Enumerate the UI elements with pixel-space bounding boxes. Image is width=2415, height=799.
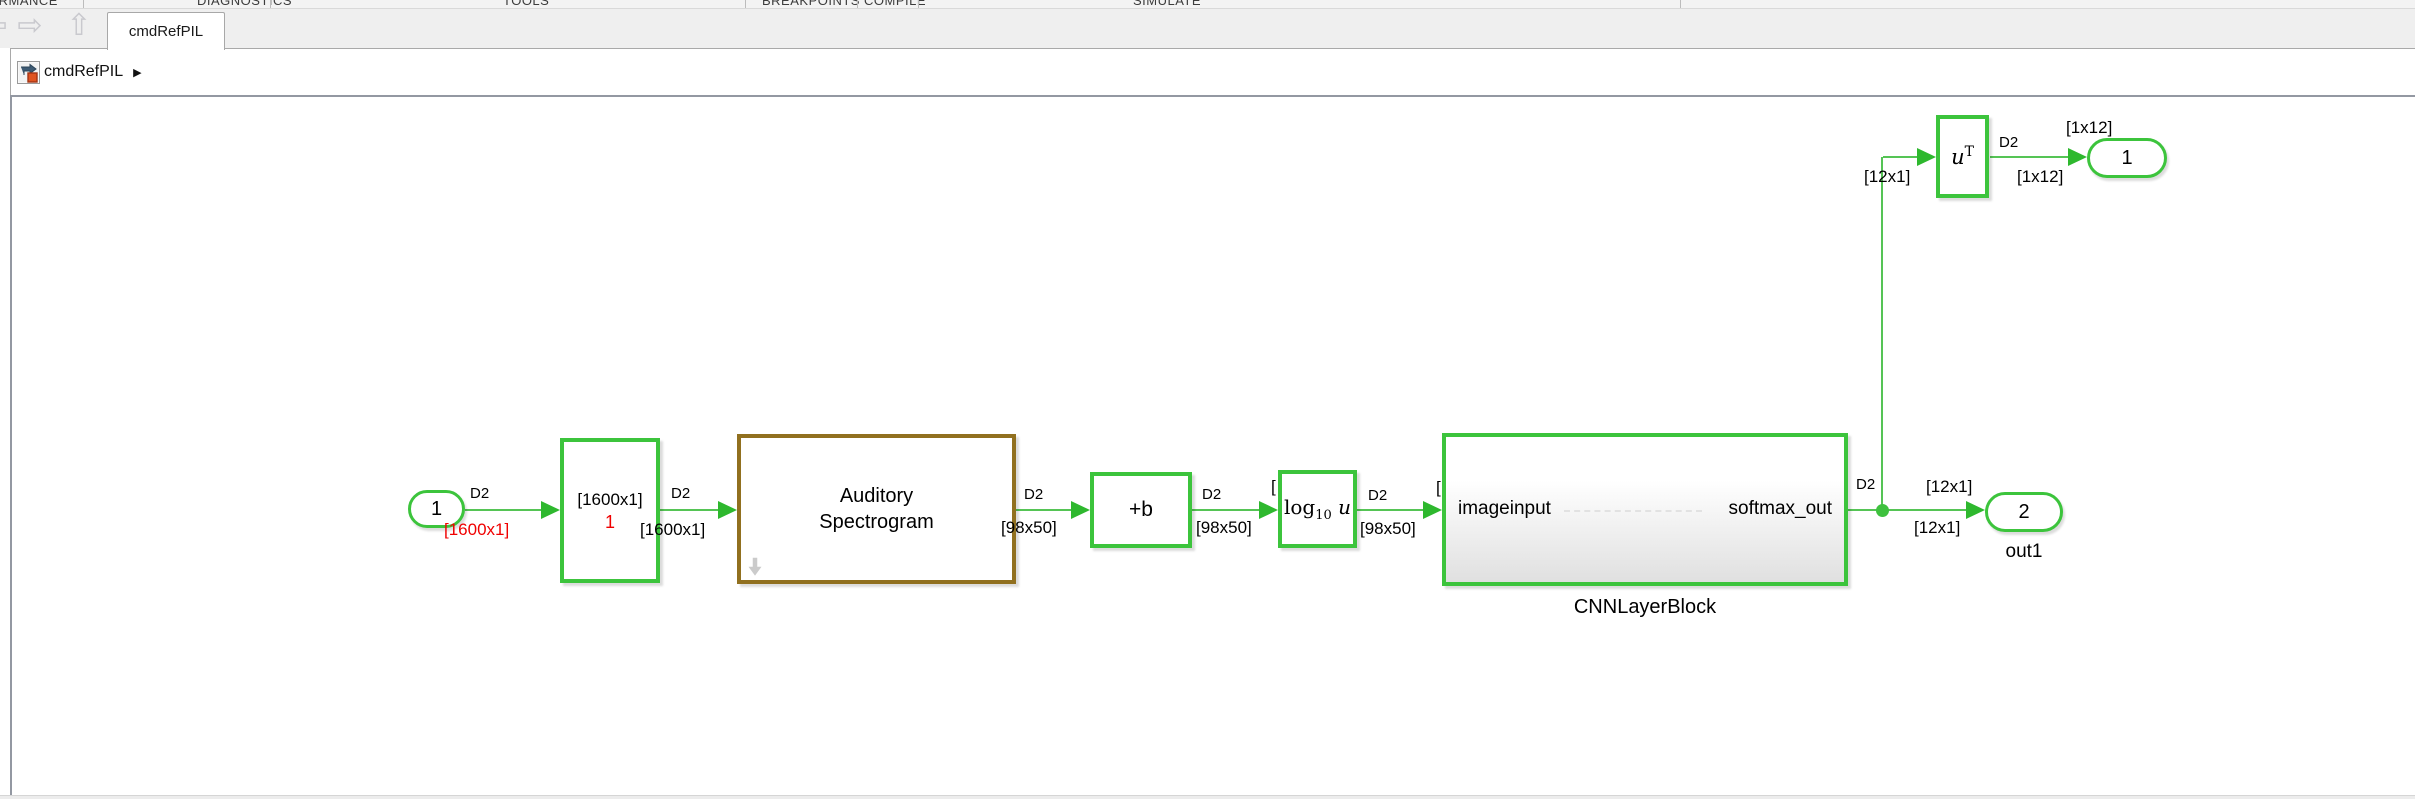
signal-arrowhead [1423, 501, 1442, 519]
ribbon-divider [857, 0, 858, 8]
ribbon-section-tools[interactable]: TOOLS [503, 0, 550, 8]
ribbon-divider [270, 0, 271, 8]
dimension-label: [98x50] [1360, 519, 1416, 538]
canvas-bottom-edge [0, 795, 2415, 799]
ribbon-divider [83, 0, 84, 8]
rate-label-d2: D2 [1999, 134, 2019, 151]
ribbon-section-breakpoints[interactable]: BREAKPOINTS [762, 0, 860, 8]
signal-arrowhead [1071, 501, 1090, 519]
outport-2-name[interactable]: out1 [2005, 541, 2043, 562]
ribbon-strip: ORMANCE DIAGNOSTICS TOOLS BREAKPOINTS CO… [0, 0, 2415, 9]
dimension-label: [1600x1] [640, 520, 706, 539]
breadcrumb-model-name[interactable]: cmdRefPIL [44, 63, 124, 80]
dimension-label: [12x1] [1864, 167, 1911, 186]
spec-dimension-text: [1600x1] [577, 489, 643, 509]
document-tab-bar: ⇦ ⇨ ⇧ cmdRefPIL [0, 9, 2415, 50]
log-word: log [1283, 495, 1316, 519]
dimension-label-clipped: [ [1436, 478, 1441, 497]
signal-arrowhead [1966, 501, 1985, 519]
signal-line-branch[interactable] [1881, 157, 1883, 510]
ribbon-section-performance[interactable]: ORMANCE [0, 0, 58, 8]
signal-line[interactable] [1192, 509, 1262, 511]
dimension-label: [98x50] [1001, 518, 1057, 537]
signal-line[interactable] [465, 509, 545, 511]
tab-cmdrefpil[interactable]: cmdRefPIL [107, 12, 225, 50]
signal-line[interactable] [1016, 509, 1074, 511]
dimension-label: [1x12] [2066, 118, 2113, 137]
rate-label-d2: D2 [671, 485, 691, 502]
auditory-label-line1: Auditory [839, 485, 914, 507]
signal-specification-block[interactable]: [1600x1] 1 [560, 438, 660, 583]
log-variable: u [1338, 495, 1352, 519]
cnn-inport-label: imageinput [1458, 497, 1551, 519]
dimension-label: [12x1] [1926, 477, 1973, 496]
transpose-superscript: T [1964, 144, 1974, 160]
signal-line[interactable] [660, 509, 722, 511]
model-canvas[interactable] [10, 95, 2415, 795]
auditory-spectrogram-block[interactable]: Auditory Spectrogram [737, 434, 1016, 584]
inport-1-block[interactable]: 1 [408, 490, 465, 528]
signal-line[interactable] [1357, 509, 1426, 511]
log10-block[interactable]: log10 u [1278, 470, 1357, 548]
signal-arrowhead [1917, 148, 1936, 166]
cnn-block-name[interactable]: CNNLayerBlock [1573, 596, 1717, 618]
signal-line[interactable] [1848, 509, 1968, 511]
outport-1-block[interactable]: 1 [2087, 138, 2167, 178]
signal-junction-dot [1876, 504, 1889, 517]
ribbon-section-simulate[interactable]: SIMULATE [1133, 0, 1202, 8]
signal-arrowhead [1259, 501, 1278, 519]
cnn-layer-block[interactable]: imageinput softmax_out [1442, 433, 1848, 586]
signal-line[interactable] [1990, 156, 2070, 158]
ribbon-section-compile[interactable]: COMPILE [864, 0, 927, 8]
nav-forward-icon[interactable]: ⇨ [17, 9, 43, 42]
signal-arrowhead [541, 501, 560, 519]
outport-2-block[interactable]: 2 [1985, 492, 2063, 532]
transpose-block[interactable]: uT [1936, 115, 1989, 198]
dimension-label: [1x12] [2017, 167, 2064, 186]
auditory-label-line2: Spectrogram [819, 511, 934, 533]
rate-label-d2: D2 [470, 485, 490, 502]
dimension-label: [12x1] [1914, 518, 1961, 537]
rate-label-d2: D2 [1202, 486, 1222, 503]
nav-up-icon[interactable]: ⇧ [66, 9, 92, 42]
signal-arrowhead [718, 501, 737, 519]
breadcrumb: cmdRefPIL ▶ [10, 48, 2415, 95]
rate-label-d2: D2 [1856, 476, 1876, 493]
breadcrumb-expand-icon[interactable]: ▶ [133, 66, 142, 79]
cnn-dashed-connector [1564, 509, 1702, 512]
dimension-label-red: [1600x1] [444, 520, 510, 539]
signal-line[interactable] [1883, 156, 1919, 158]
spec-value-text: 1 [604, 511, 615, 532]
ribbon-section-diagnostics[interactable]: DIAGNOSTICS [197, 0, 293, 8]
ribbon-divider [1680, 0, 1681, 8]
log-subscript: 10 [1315, 508, 1332, 523]
dimension-label: [98x50] [1196, 518, 1252, 537]
bias-block[interactable]: +b [1090, 472, 1192, 548]
dimension-label-clipped: [ [1271, 477, 1276, 496]
signal-arrowhead [2068, 148, 2087, 166]
ribbon-divider [745, 0, 746, 8]
nav-back-icon[interactable]: ⇦ [0, 11, 12, 43]
rate-label-d2: D2 [1024, 486, 1044, 503]
ribbon-divider [918, 0, 919, 8]
cnn-outport-label: softmax_out [1728, 497, 1833, 519]
simulink-model-icon [17, 60, 40, 84]
rate-label-d2: D2 [1368, 487, 1388, 504]
variant-down-arrow-icon[interactable] [745, 556, 765, 578]
transpose-variable: u [1951, 145, 1965, 169]
